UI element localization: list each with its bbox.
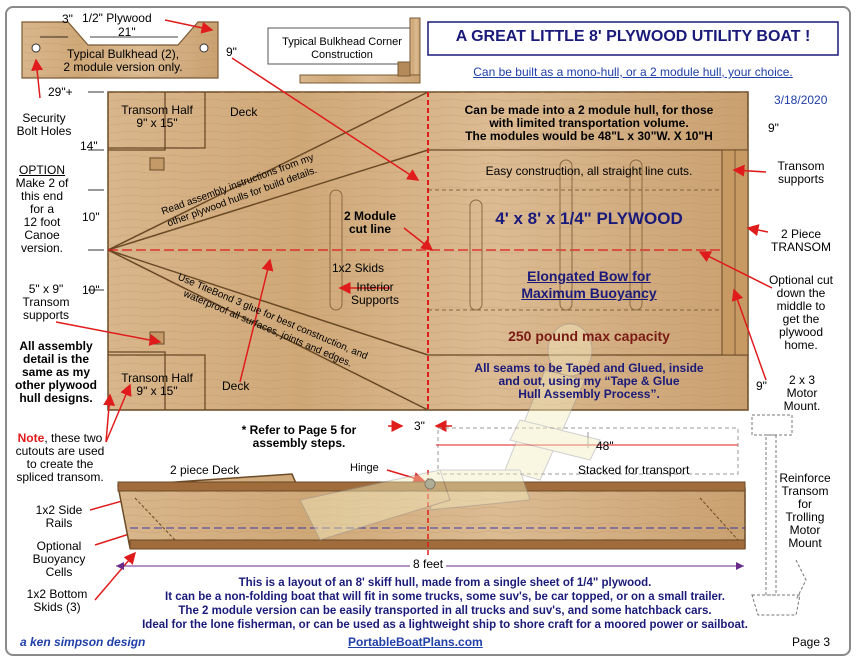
bulkhead-label: Typical Bulkhead (2),2 module version on… (63, 47, 183, 74)
corner-construction-illustration (267, 17, 421, 84)
seated-person-figure (299, 323, 601, 541)
dim-9-top: 9" (768, 121, 779, 135)
dim-48: 48" (596, 439, 614, 453)
page-frame (5, 6, 851, 656)
bulkhead-dim-9: 9" (226, 45, 237, 59)
plywood-size: 4' x 8' x 1/4" PLYWOOD (495, 209, 683, 228)
dim-10a: 10" (82, 210, 100, 224)
dim-14: 14" (80, 139, 98, 153)
dim-9-bottom: 9" (756, 379, 767, 393)
hull-side-view (117, 470, 746, 555)
title-box (427, 21, 839, 56)
trolling-motor-outline (751, 414, 807, 616)
dim-29: 29"+ (48, 85, 73, 99)
bulkhead-dim-3: 3" (62, 12, 73, 26)
easy-construction: Easy construction, all straight line cut… (485, 164, 693, 178)
stacked-label: Stacked for transport (578, 463, 690, 477)
page-number: Page 3 (792, 635, 831, 649)
bulkhead-dim-21: 21" (118, 25, 136, 39)
plywood-sheet (107, 91, 749, 411)
module-note: Can be made into a 2 module hull, for th… (464, 103, 714, 143)
length-label: 8 feet (410, 558, 447, 571)
dim-3-hull: 3" (414, 419, 425, 433)
page-title: A GREAT LITTLE 8' PLYWOOD UTILITY BOAT ! (455, 28, 811, 45)
bulkhead-plywood-label: 1/2" Plywood (82, 11, 152, 25)
skids-label: 1x2 Skids (332, 261, 385, 275)
description-paragraph: This is a layout of an 8' skiff hull, ma… (142, 577, 748, 631)
designer-credit: a ken simpson design (20, 635, 146, 649)
hinge-label: Hinge (350, 462, 379, 474)
dim-10b: 10" (82, 283, 100, 297)
website-link[interactable]: PortableBoatPlans.com (348, 635, 483, 649)
deck-bottom-label: Deck (222, 379, 250, 393)
capacity-label: 250 pound max capacity (508, 328, 670, 344)
bulkhead-piece (21, 21, 219, 79)
left-dimension-ticks (88, 91, 104, 291)
page-subtitle: Can be built as a mono-hull, or a 2 modu… (473, 65, 793, 79)
deck-top-label: Deck (230, 105, 258, 119)
stacked-module-outline (436, 427, 739, 475)
two-piece-deck-label: 2 piece Deck (170, 463, 240, 477)
date-label: 3/18/2020 (774, 93, 828, 107)
